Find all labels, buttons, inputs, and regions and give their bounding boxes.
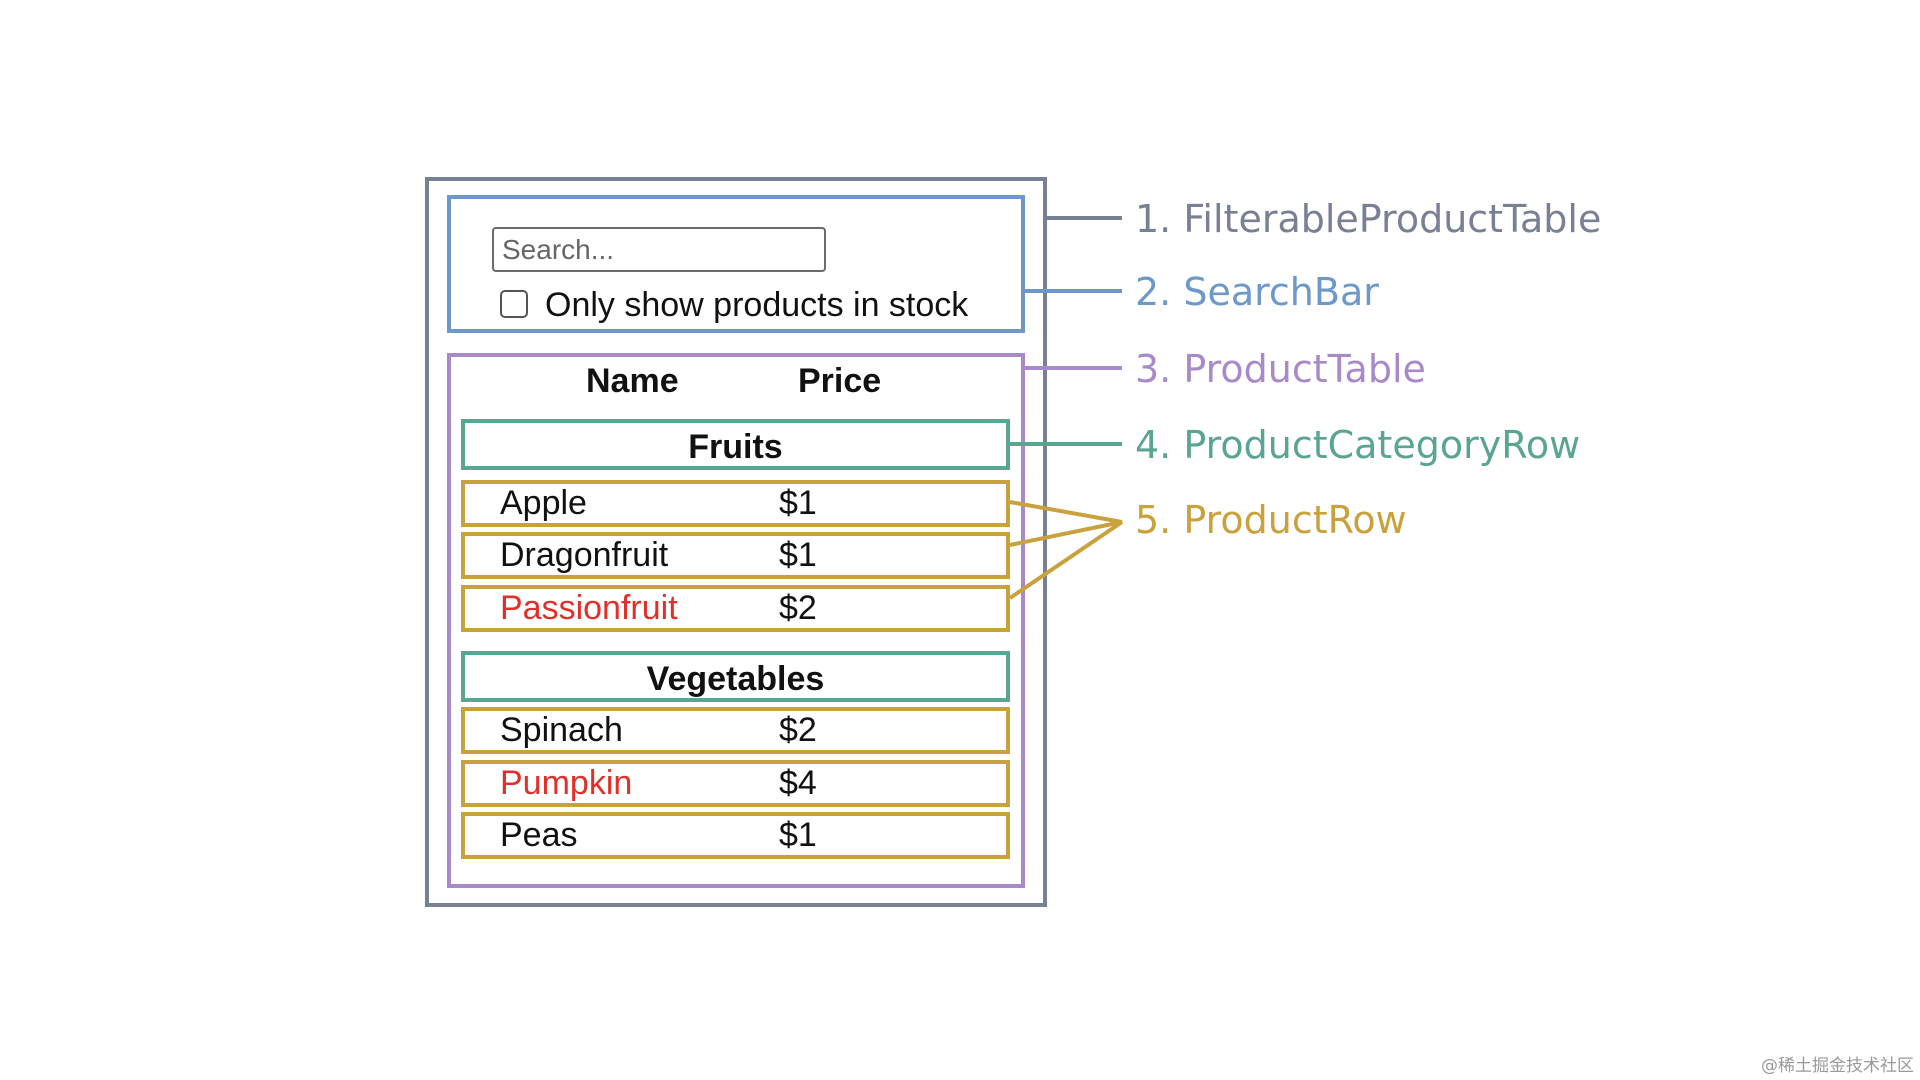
- callout-product-category-row: 4. ProductCategoryRow: [1135, 423, 1581, 467]
- callout-filterable-product-table: 1. FilterableProductTable: [1135, 197, 1602, 241]
- category-row-vegetables: Vegetables: [461, 651, 1010, 702]
- category-row-fruits: Fruits: [461, 419, 1010, 470]
- product-row: Spinach $2: [461, 707, 1010, 754]
- product-price: $1: [779, 816, 817, 854]
- product-name: Apple: [500, 484, 587, 522]
- watermark: @稀土掘金技术社区: [1761, 1056, 1914, 1076]
- product-name: Dragonfruit: [500, 536, 669, 574]
- header-name: Name: [586, 362, 679, 400]
- product-row: Apple $1: [461, 480, 1010, 527]
- callout-search-bar: 2. SearchBar: [1135, 270, 1379, 314]
- connector-5a: [1009, 500, 1123, 524]
- product-name: Spinach: [500, 711, 623, 749]
- search-input[interactable]: [492, 227, 826, 272]
- connector-5c: [1008, 520, 1124, 600]
- product-price: $2: [779, 589, 817, 627]
- in-stock-checkbox-label: Only show products in stock: [545, 286, 969, 324]
- connector-5b: [1009, 520, 1123, 547]
- product-name: Peas: [500, 816, 578, 854]
- search-bar-box: [447, 195, 1025, 333]
- product-row: Pumpkin $4: [461, 760, 1010, 807]
- product-row: Peas $1: [461, 812, 1010, 859]
- header-price: Price: [798, 362, 882, 400]
- product-price: $2: [779, 711, 817, 749]
- product-row: Passionfruit $2: [461, 585, 1010, 632]
- filterable-product-table-box: [425, 177, 1047, 907]
- product-name-out-of-stock: Pumpkin: [500, 764, 633, 802]
- in-stock-checkbox[interactable]: [500, 290, 528, 318]
- callout-product-row: 5. ProductRow: [1135, 498, 1407, 542]
- callout-product-table: 3. ProductTable: [1135, 347, 1426, 391]
- product-table-box: [447, 353, 1025, 888]
- product-price: $4: [779, 764, 817, 802]
- product-row: Dragonfruit $1: [461, 532, 1010, 579]
- product-name-out-of-stock: Passionfruit: [500, 589, 678, 627]
- product-price: $1: [779, 536, 817, 574]
- product-price: $1: [779, 484, 817, 522]
